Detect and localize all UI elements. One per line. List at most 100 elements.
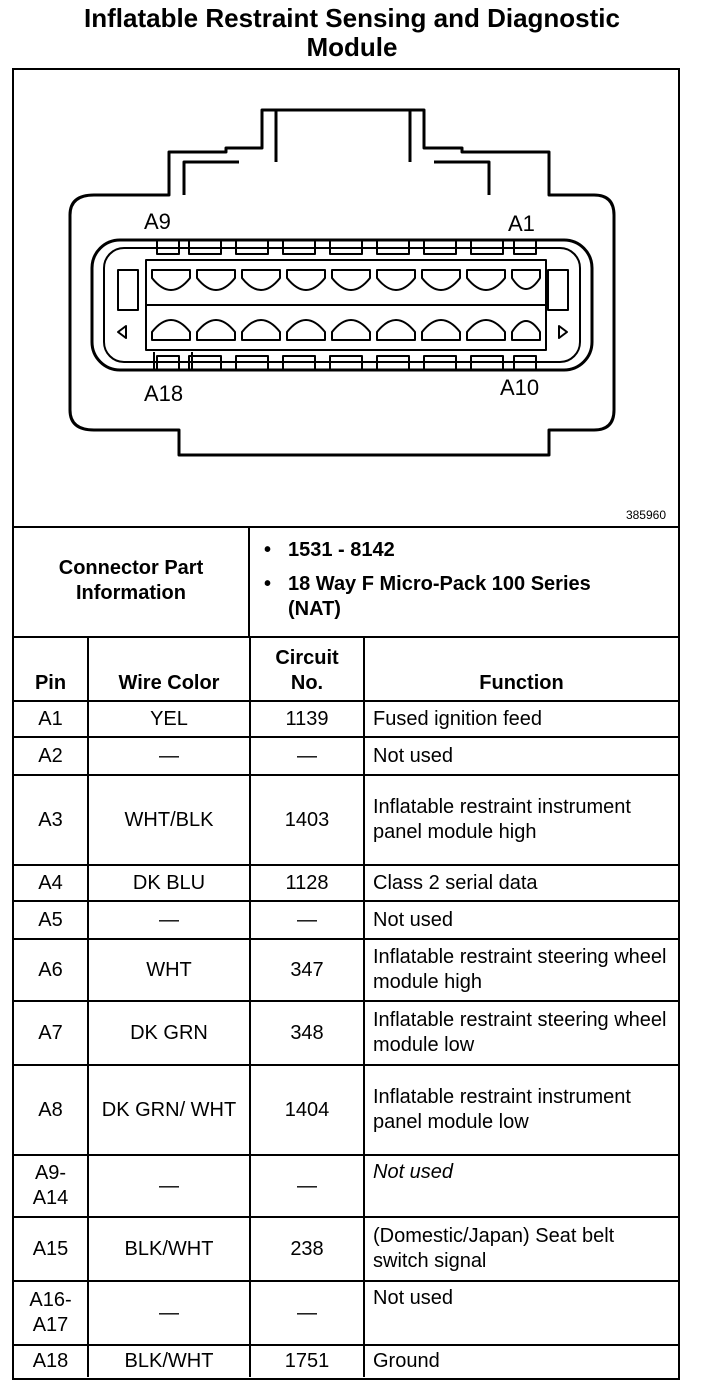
label-a10: A10 xyxy=(500,375,540,400)
cell-wire-color: — xyxy=(87,900,251,940)
cell-function: Fused ignition feed xyxy=(363,700,678,738)
terminal-body-inner xyxy=(103,247,581,363)
table-row: A16- A17 — — Not used xyxy=(14,1280,678,1346)
cell-wire-color: — xyxy=(87,1280,251,1346)
a18-leader xyxy=(153,352,193,371)
cell-pin: A5 xyxy=(14,900,89,940)
table-row: A18 BLK/WHT 1751 Ground xyxy=(14,1344,678,1377)
cell-circuit: 1404 xyxy=(249,1064,365,1156)
table-row: A3 WHT/BLK 1403 Inflatable restraint ins… xyxy=(14,774,678,866)
header-circuit-line-1: Circuit xyxy=(275,647,339,669)
cell-wire-color: DK BLU xyxy=(87,864,251,902)
cell-pin: A16- A17 xyxy=(14,1280,89,1346)
left-lock xyxy=(117,269,139,311)
pinout-table: Pin Wire Color Circuit No. Function A1 Y… xyxy=(14,636,678,1377)
cell-pin: A15 xyxy=(14,1216,89,1282)
cell-function: Inflatable restraint instrument panel mo… xyxy=(363,774,678,866)
cell-wire-color: YEL xyxy=(87,700,251,738)
cell-circuit: 1139 xyxy=(249,700,365,738)
top-cavity-row xyxy=(151,269,541,291)
cell-circuit: 238 xyxy=(249,1216,365,1282)
connector-series: 18 Way F Micro-Pack 100 Series (NAT) xyxy=(288,573,591,620)
cell-wire-color: BLK/WHT xyxy=(87,1216,251,1282)
cell-circuit: — xyxy=(249,900,365,940)
page-title: Inflatable Restraint Sensing and Diagnos… xyxy=(0,4,704,62)
cell-function: Not used xyxy=(363,1154,678,1218)
left-key xyxy=(117,325,127,339)
table-row: A9- A14 — — Not used xyxy=(14,1154,678,1218)
cell-function: Not used xyxy=(363,736,678,776)
cell-wire-color: DK GRN/ WHT xyxy=(87,1064,251,1156)
connector-drawing xyxy=(68,108,616,457)
connector-info-label: Connector Part Information xyxy=(14,526,250,636)
document-frame: A9 A1 A18 A10 385960 Connector Part Info… xyxy=(12,68,680,1380)
table-row: A2 — — Not used xyxy=(14,736,678,776)
cell-pin: A8 xyxy=(14,1064,89,1156)
connector-info-row: Connector Part Information • 1531 - 8142… xyxy=(14,526,678,638)
table-row: A4 DK BLU 1128 Class 2 serial data xyxy=(14,864,678,902)
table-row: A5 — — Not used xyxy=(14,900,678,940)
connector-info-label-line-2: Information xyxy=(76,582,186,604)
header-pin: Pin xyxy=(14,636,89,702)
cell-function: Inflatable restraint instrument panel mo… xyxy=(363,1064,678,1156)
header-function: Function xyxy=(363,636,678,702)
cell-function: Not used xyxy=(363,900,678,940)
table-row: A15 BLK/WHT 238 (Domestic/Japan) Seat be… xyxy=(14,1216,678,1282)
cell-function: Not used xyxy=(363,1280,678,1346)
connector-part-number: 1531 - 8142 xyxy=(288,539,395,561)
cell-pin: A18 xyxy=(14,1344,89,1377)
cell-circuit: — xyxy=(249,736,365,776)
cell-circuit: 348 xyxy=(249,1000,365,1066)
table-row: A8 DK GRN/ WHT 1404 Inflatable restraint… xyxy=(14,1064,678,1156)
top-tab-row xyxy=(156,239,537,255)
cell-function: Inflatable restraint steering wheel modu… xyxy=(363,1000,678,1066)
cell-wire-color: — xyxy=(87,1154,251,1218)
connector-info-item: • 1531 - 8142 xyxy=(264,538,678,563)
table-header-row: Pin Wire Color Circuit No. Function xyxy=(14,636,678,702)
cell-circuit: — xyxy=(249,1280,365,1346)
cell-wire-color: — xyxy=(87,736,251,776)
header-wire-color: Wire Color xyxy=(87,636,251,702)
cell-pin: A7 xyxy=(14,1000,89,1066)
header-circuit-line-2: No. xyxy=(290,672,324,694)
label-a18: A18 xyxy=(144,381,184,406)
bullet-icon: • xyxy=(264,539,272,561)
cell-circuit: — xyxy=(249,1154,365,1218)
cell-function: Inflatable restraint steering wheel modu… xyxy=(363,938,678,1002)
right-key xyxy=(558,325,568,339)
cell-circuit: 1128 xyxy=(249,864,365,902)
cell-function: (Domestic/Japan) Seat belt switch signal xyxy=(363,1216,678,1282)
label-a9: A9 xyxy=(144,209,171,234)
cell-wire-color: DK GRN xyxy=(87,1000,251,1066)
header-circuit: Circuit No. xyxy=(249,636,365,702)
cell-circuit: 347 xyxy=(249,938,365,1002)
bottom-tab-row xyxy=(156,355,537,371)
connector-info-label-line-1: Connector Part xyxy=(58,557,204,579)
cell-pin: A1 xyxy=(14,700,89,738)
bullet-icon: • xyxy=(264,573,272,595)
cell-pin: A3 xyxy=(14,774,89,866)
title-line-1: Inflatable Restraint Sensing and Diagnos… xyxy=(84,3,620,33)
connector-diagram: A9 A1 A18 A10 385960 xyxy=(14,70,678,528)
table-row: A7 DK GRN 348 Inflatable restraint steer… xyxy=(14,1000,678,1066)
cell-wire-color: BLK/WHT xyxy=(87,1344,251,1377)
cell-pin: A2 xyxy=(14,736,89,776)
reference-number: 385960 xyxy=(625,508,666,522)
cell-circuit: 1403 xyxy=(249,774,365,866)
cell-pin: A6 xyxy=(14,938,89,1002)
cell-pin: A9- A14 xyxy=(14,1154,89,1218)
connector-info-item: • 18 Way F Micro-Pack 100 Series (NAT) xyxy=(264,572,618,622)
cell-circuit: 1751 xyxy=(249,1344,365,1377)
table-row: A6 WHT 347 Inflatable restraint steering… xyxy=(14,938,678,1002)
cell-function: Class 2 serial data xyxy=(363,864,678,902)
bottom-cavity-row xyxy=(151,319,541,341)
cell-wire-color: WHT xyxy=(87,938,251,1002)
connector-housing-outline xyxy=(68,108,616,457)
right-lock xyxy=(547,269,569,311)
title-line-2: Module xyxy=(306,32,398,62)
cell-wire-color: WHT/BLK xyxy=(87,774,251,866)
cell-function: Ground xyxy=(363,1344,678,1377)
latch-detail xyxy=(182,110,491,195)
label-a1: A1 xyxy=(508,211,535,236)
connector-info-list: • 1531 - 8142 • 18 Way F Micro-Pack 100 … xyxy=(250,526,678,636)
